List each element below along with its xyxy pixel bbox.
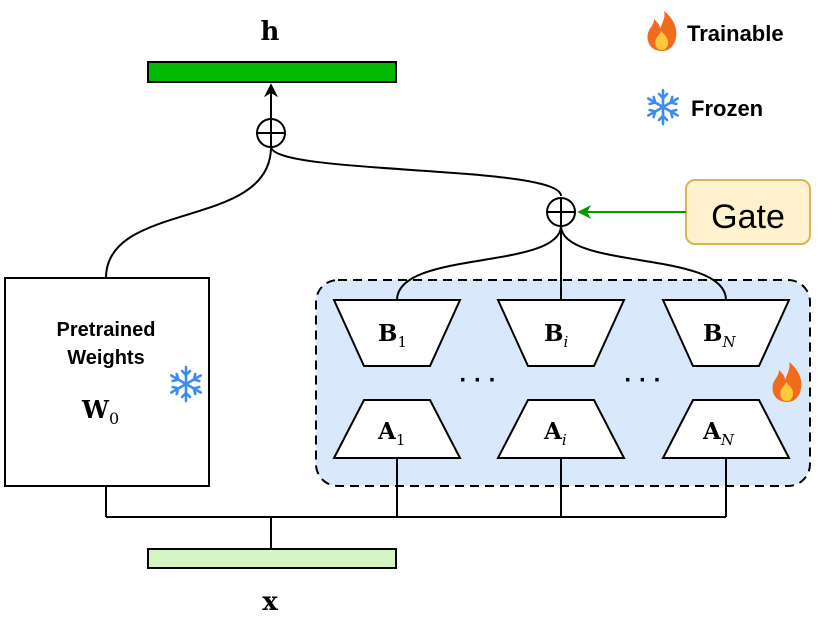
input-bar	[147, 548, 397, 569]
svg-text:A1: A1	[377, 418, 405, 449]
gate-sum-to-upper-sum	[270, 146, 562, 197]
b-block-n: BN	[661, 299, 791, 367]
snowflake-icon	[170, 365, 202, 403]
snowflake-icon	[647, 88, 679, 126]
flame-icon	[772, 362, 802, 402]
legend-trainable-label: Trainable	[687, 21, 784, 46]
svg-text:Bi: Bi	[544, 320, 568, 351]
svg-text:BN: BN	[703, 320, 736, 351]
pretrained-to-upper-sum	[105, 146, 272, 279]
adapter-output-connectors	[396, 225, 727, 301]
b-block-1: B1	[332, 299, 462, 367]
output-bar	[147, 61, 397, 83]
output-label: h	[261, 17, 280, 47]
a-block-n: AN	[661, 399, 791, 459]
legend-frozen: Frozen	[647, 88, 763, 126]
a-block-i: Ai	[496, 399, 626, 459]
gate-label: Gate	[711, 198, 785, 236]
weight-w0-label: W0	[81, 395, 119, 428]
input-connectors	[105, 458, 727, 549]
b-block-i: Bi	[496, 299, 626, 367]
flame-icon	[647, 11, 677, 51]
pretrained-label-line2: Weights	[67, 347, 144, 369]
pretrained-label-line1: Pretrained	[57, 319, 156, 341]
ellipsis-left: · · ·	[459, 367, 496, 394]
a-block-1: A1	[332, 399, 462, 459]
pretrained-weights-box	[4, 277, 210, 487]
upper-sum-node	[256, 118, 286, 148]
svg-text:Ai: Ai	[543, 418, 567, 449]
legend-frozen-label: Frozen	[691, 96, 763, 121]
ellipsis-right: · · ·	[624, 367, 661, 394]
svg-text:B1: B1	[378, 320, 407, 351]
input-label: x	[262, 587, 278, 617]
gated-sum-node	[546, 197, 576, 227]
legend-trainable: Trainable	[647, 11, 784, 51]
svg-text:AN: AN	[702, 418, 735, 449]
